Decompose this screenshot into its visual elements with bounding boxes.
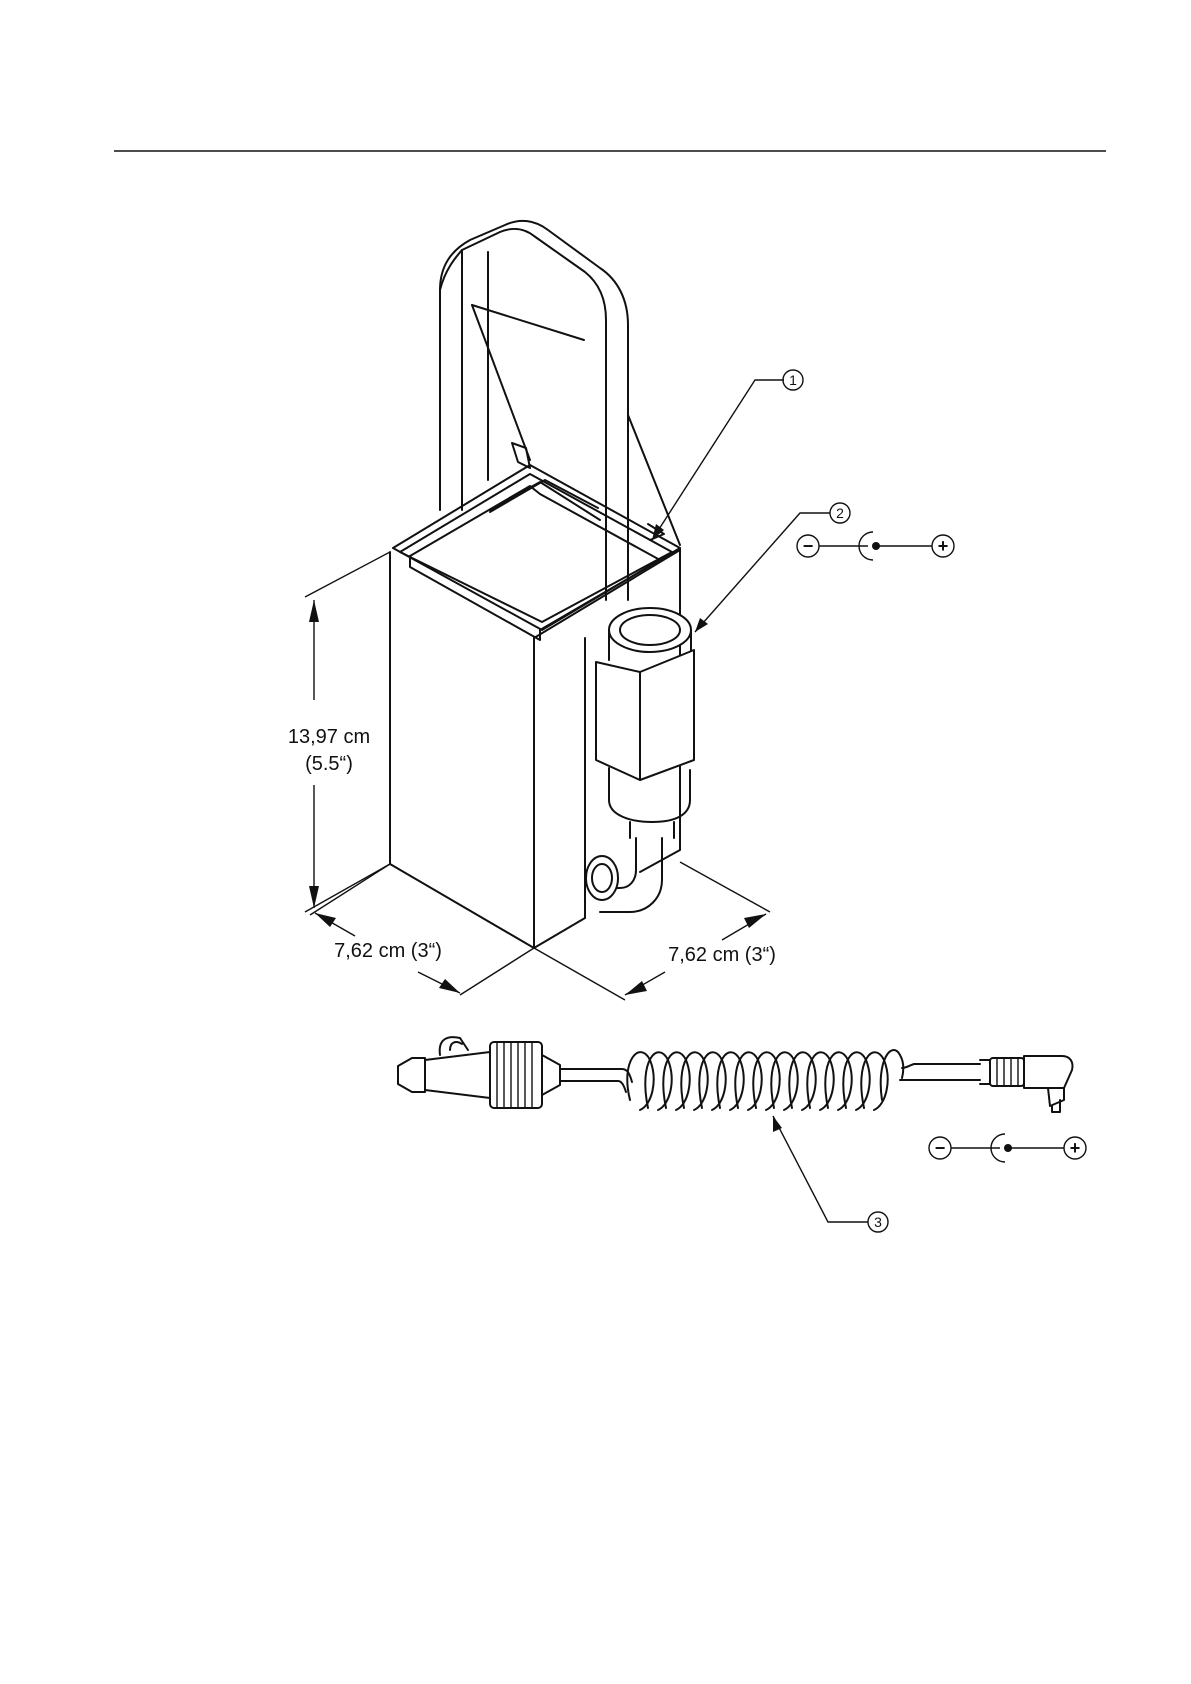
width-left-label: 7,62 cm (3“) <box>334 940 442 962</box>
svg-text:1: 1 <box>789 372 797 388</box>
height-label-cm: 13,97 cm <box>288 726 370 748</box>
device-body <box>390 221 694 948</box>
svg-text:+: + <box>1070 1138 1081 1158</box>
polarity-symbol-top: − + <box>797 532 954 560</box>
polarity-symbol-bottom: − + <box>929 1134 1086 1162</box>
dimension-height: 13,97 cm (5.5“) <box>288 552 390 912</box>
width-right-label: 7,62 cm (3“) <box>668 944 776 966</box>
svg-text:−: − <box>935 1138 946 1158</box>
callout-leader-3 <box>773 1116 868 1222</box>
height-label-in: (5.5“) <box>305 753 353 775</box>
svg-text:2: 2 <box>836 505 844 521</box>
callout-leaders <box>652 380 830 632</box>
callout-1: 1 <box>783 370 803 390</box>
callout-3: 3 <box>868 1212 888 1232</box>
svg-text:3: 3 <box>874 1214 882 1230</box>
callout-2: 2 <box>830 503 850 523</box>
svg-text:−: − <box>803 536 814 556</box>
coiled-cable <box>398 1037 1073 1112</box>
dimension-width-right: 7,62 cm (3“) <box>534 862 776 1000</box>
svg-text:+: + <box>938 536 949 556</box>
